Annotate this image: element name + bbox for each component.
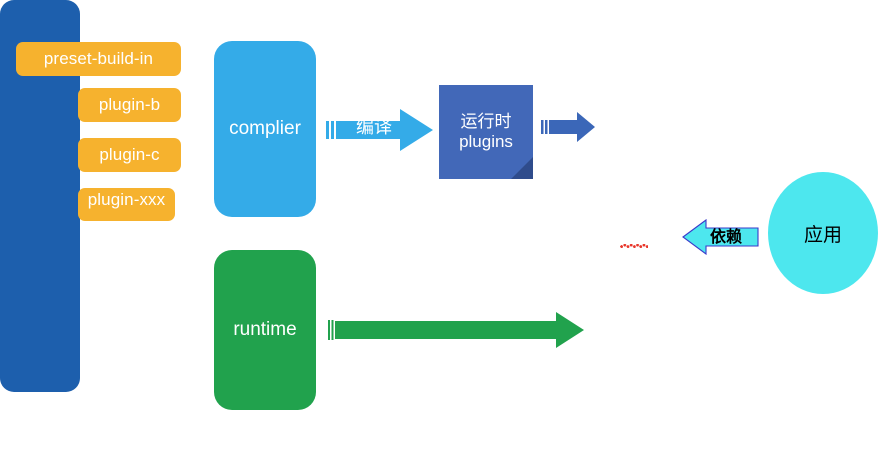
node-complier-label: complier (229, 118, 301, 140)
node-runtime-plugins-line2: plugins (459, 132, 513, 151)
node-application[interactable]: 应用 (768, 172, 878, 294)
arrow-runtime-to-fes (328, 310, 586, 350)
plugin-chip-label: plugin-xxx (87, 190, 166, 209)
node-fes-text: fes (620, 226, 648, 248)
node-runtime-plugins[interactable]: 运行时 plugins (439, 85, 533, 179)
node-runtime-plugins-line1: 运行时 (460, 112, 512, 132)
arrow-depend (682, 216, 759, 258)
node-fes-label: fes (620, 226, 648, 248)
plugin-chip-plugin-xxx[interactable]: plugin-xxx (78, 188, 175, 221)
node-application-label: 应用 (803, 224, 842, 246)
arrow-plugins-to-fes (541, 110, 597, 148)
arrow-compile (326, 105, 434, 155)
node-runtime-plugins-label: 运行时 plugins (459, 112, 513, 151)
plugin-chip-label: plugin-c (99, 145, 160, 165)
node-complier[interactable]: complier (214, 41, 316, 217)
plugin-chip-preset-build-in[interactable]: preset-build-in (16, 42, 181, 76)
plugin-chip-plugin-c[interactable]: plugin-c (78, 138, 181, 172)
plugin-chip-label: plugin-b (98, 95, 161, 115)
node-runtime-label: runtime (233, 319, 297, 341)
plugin-chip-plugin-b[interactable]: plugin-b (78, 88, 181, 122)
plugin-chip-label: preset-build-in (43, 49, 154, 69)
node-runtime[interactable]: runtime (214, 250, 316, 410)
